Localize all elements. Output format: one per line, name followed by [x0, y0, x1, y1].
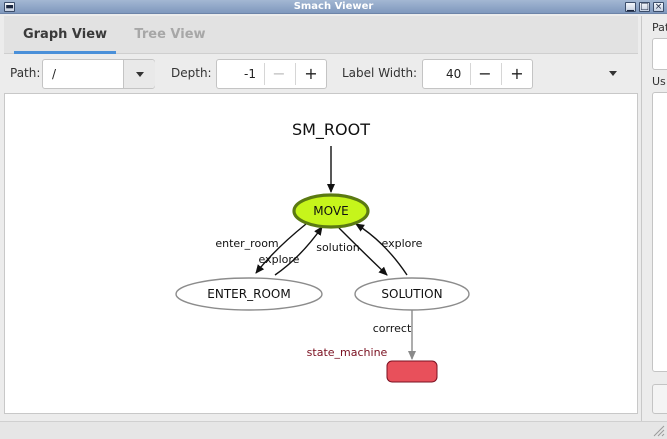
edge-label-solution: solution [316, 241, 360, 254]
state-machine-graph[interactable]: SM_ROOT enter_room explore solution expl… [5, 94, 637, 413]
chevron-down-icon [609, 71, 617, 76]
edge-label-enter-room: enter_room [215, 237, 278, 250]
depth-label: Depth: [171, 66, 212, 80]
divider [295, 63, 296, 85]
graph-canvas[interactable]: SM_ROOT enter_room explore solution expl… [4, 93, 638, 414]
title-bar[interactable]: ▬ Smach Viewer ▁ □ × [0, 0, 667, 14]
state-node-enter-room-shape [175, 277, 323, 311]
label-width-decrement-button[interactable]: − [478, 64, 492, 83]
tab-bar: Graph View Tree View [4, 16, 638, 54]
window-menu-button[interactable]: ▬ [4, 2, 15, 12]
right-panel-user-label: Us [652, 75, 666, 88]
active-tab-indicator [14, 51, 116, 54]
tab-tree-view[interactable]: Tree View [122, 16, 218, 54]
edge-solution-to-move [355, 223, 408, 276]
edge-move-to-solution [338, 227, 388, 276]
right-panel-path-label: Pat [652, 21, 667, 34]
state-node-solution-shape [354, 277, 470, 311]
maximize-icon: □ [640, 2, 649, 12]
path-value: / [52, 67, 57, 81]
tab-graph-view[interactable]: Graph View [14, 16, 116, 54]
maximize-button[interactable]: □ [639, 2, 650, 12]
tab-graph-view-label: Graph View [22, 27, 108, 42]
state-node-move-shape [292, 193, 370, 229]
graph-toolbar: Path: / Depth: -1 − + Label Width: 40 − [4, 55, 638, 93]
label-width-value: 40 [446, 67, 462, 81]
edge-label-correct: correct [373, 322, 412, 335]
tab-tree-view-label: Tree View [134, 27, 206, 42]
path-label: Path: [10, 66, 41, 80]
outcome-node[interactable] [386, 360, 438, 383]
outcome-container-label: state_machine [307, 346, 388, 359]
depth-decrement-button[interactable]: − [272, 64, 286, 83]
path-dropdown-button[interactable] [123, 60, 155, 88]
edge-label-explore: explore [259, 253, 300, 266]
label-width-label: Label Width: [342, 66, 418, 80]
status-bar [0, 421, 667, 439]
root-state-label: SM_ROOT [292, 120, 370, 140]
state-node-move[interactable]: MOVE [292, 193, 370, 229]
minimize-icon: ▁ [627, 2, 634, 12]
depth-increment-button[interactable]: + [304, 64, 318, 83]
right-panel-button[interactable] [652, 384, 667, 414]
divider [470, 63, 471, 85]
state-node-enter-room[interactable]: ENTER_ROOM [175, 277, 323, 311]
divider [264, 63, 265, 85]
state-node-solution[interactable]: SOLUTION [354, 277, 470, 311]
edge-move-to-enter-room [255, 223, 307, 274]
window-title: Smach Viewer [293, 1, 374, 12]
chevron-down-icon [136, 72, 144, 77]
right-panel: Pat Us [641, 16, 667, 421]
state-node-enter-room-label: ENTER_ROOM [207, 287, 290, 301]
right-panel-data-view[interactable] [652, 92, 667, 372]
close-button[interactable]: × [653, 2, 664, 12]
depth-spinbox[interactable]: -1 − + [216, 59, 327, 89]
right-panel-path-field[interactable] [652, 38, 667, 70]
state-node-solution-label: SOLUTION [381, 287, 442, 301]
menu-icon: ▬ [5, 2, 14, 12]
label-width-spinbox[interactable]: 40 − + [422, 59, 533, 89]
state-node-move-label: MOVE [313, 204, 348, 218]
main-panel: Graph View Tree View Path: / Depth: -1 − [4, 16, 638, 416]
close-icon: × [654, 2, 663, 12]
edge-label-explore: explore [382, 237, 423, 250]
label-width-increment-button[interactable]: + [510, 64, 524, 83]
divider [501, 63, 502, 85]
edge-enter-room-to-move [274, 226, 323, 276]
resize-grip-icon[interactable] [651, 423, 665, 437]
depth-value: -1 [244, 67, 256, 81]
minimize-button[interactable]: ▁ [625, 2, 636, 12]
path-combobox[interactable]: / [42, 59, 155, 89]
